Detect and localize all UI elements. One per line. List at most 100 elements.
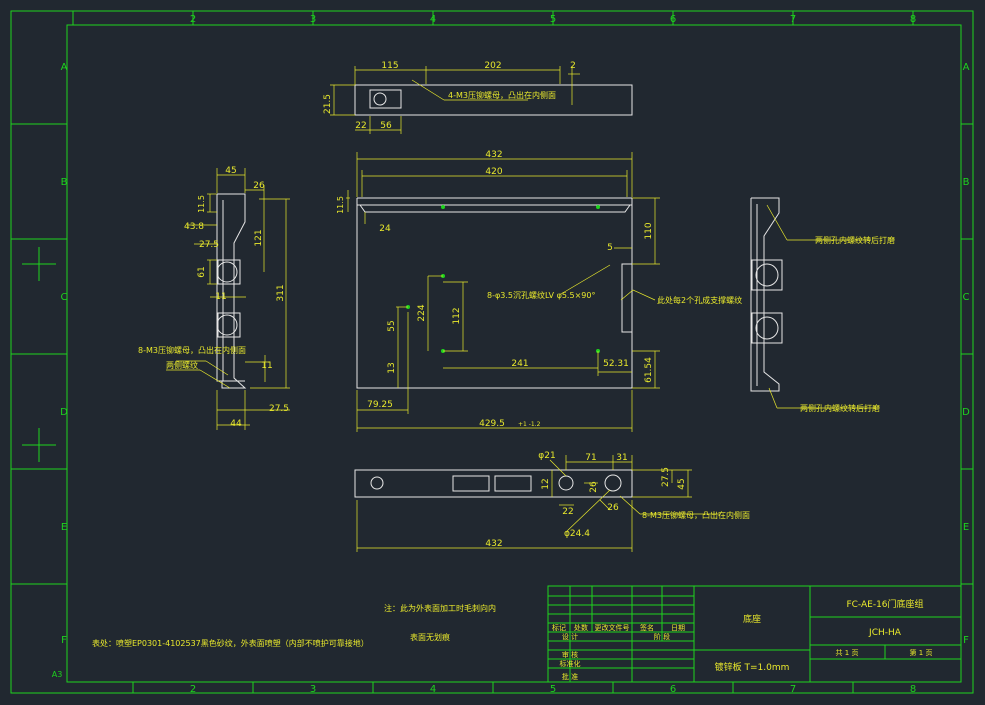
- left-thread-note: 8-M3压铆螺母，凸出在内侧面: [138, 345, 246, 355]
- tb-stage: 阶 段: [654, 632, 670, 641]
- col-label-bottom: 4: [430, 684, 436, 695]
- dim-text: 27.5: [661, 467, 671, 487]
- tb-header: 日期: [671, 624, 685, 632]
- front-hole-note: 8-φ3.5沉孔螺纹LV φ5.5×90°: [487, 290, 595, 300]
- dim-text: 22: [562, 507, 573, 517]
- dim-text: 5: [607, 243, 613, 253]
- left-stud-note: 两侧螺纹: [166, 360, 198, 370]
- dim-text: 26: [253, 181, 265, 191]
- col-label-bottom: 8: [910, 684, 916, 695]
- dim-text: 71: [585, 453, 596, 463]
- dim-text: 2: [570, 61, 576, 71]
- col-label-top: 5: [550, 14, 556, 25]
- row-label-right: B: [963, 177, 970, 188]
- dim-tolerance: +1 -1.2: [518, 421, 541, 428]
- dim-text: 22: [355, 121, 366, 131]
- dim-text: 432: [485, 150, 502, 160]
- dim-text: 43.8: [184, 222, 204, 232]
- dim-text: 27.5: [199, 240, 219, 250]
- tb-role: 审 核: [562, 650, 578, 659]
- dim-text: 56: [380, 121, 392, 131]
- surface-treatment-note: 表处：喷塑EP0301-4102537黑色砂纹，外表面喷塑（内部不喷护可靠接地）: [92, 638, 369, 648]
- tb-header: 标记: [552, 623, 566, 632]
- row-label-right: D: [962, 407, 970, 418]
- dim-text: 12: [541, 478, 551, 489]
- dim-text: 61: [197, 266, 207, 277]
- sheet-size-label: A3: [52, 670, 63, 679]
- general-notes: 注：此为外表面加工时毛刺向内 表面无划痕 表处：喷塑EP0301-4102537…: [92, 603, 496, 648]
- dim-text: φ24.4: [564, 529, 590, 539]
- zone-labels: 2 3 4 5 6 7 8 2 3 4 5 6 7 8 A B C D E F …: [52, 14, 970, 695]
- tb-header: 签名: [640, 623, 654, 632]
- col-label-bottom: 6: [670, 684, 676, 695]
- bottom-thread-note: 8-M3压铆螺母，凸出在内侧面: [642, 510, 750, 520]
- tb-product-code: FC-AE-16门底座组: [846, 598, 923, 610]
- right-bottom-note: 两侧孔内螺纹转后打磨: [800, 403, 880, 413]
- dim-text: 11: [215, 292, 226, 302]
- dim-text: 24: [379, 224, 391, 234]
- row-label-left: A: [61, 62, 68, 73]
- dim-text: 52.31: [603, 359, 629, 369]
- dim-text: 55: [387, 320, 397, 331]
- bottom-view: φ21 71 31 27.5 45 12 26 22 26 φ24.4 432 …: [354, 451, 750, 552]
- dim-text: 202: [484, 61, 501, 71]
- dim-text: 13: [387, 362, 397, 373]
- left-view: 45 26 11.5 43.8 27.5 121 311 61 11 11 27…: [138, 166, 290, 430]
- dim-text: 79.25: [367, 400, 393, 410]
- dim-text: 112: [452, 307, 462, 324]
- front-view: 432 420 11.5 24 110 5 224 112 55 13 241 …: [336, 150, 742, 432]
- col-label-top: 8: [910, 14, 916, 25]
- col-label-top: 7: [790, 14, 796, 25]
- remark-burr: 注：此为外表面加工时毛刺向内: [384, 603, 496, 613]
- right-view: 两侧孔内螺纹转后打磨 两侧孔内螺纹转后打磨: [750, 197, 895, 413]
- title-block: 标记 处数 更改文件号 签名 日期 设 计 审 核 标准化 批 准 阶 段 底座…: [547, 585, 962, 683]
- dim-text: 44: [230, 419, 242, 429]
- dim-text: 110: [644, 222, 654, 239]
- dim-text: 27.5: [269, 404, 289, 414]
- dim-text: 121: [254, 229, 264, 246]
- dim-text: 11.5: [336, 196, 345, 214]
- dim-text: 26: [589, 481, 599, 493]
- col-label-top: 6: [670, 14, 676, 25]
- row-label-left: B: [61, 177, 68, 188]
- col-label-top: 2: [190, 14, 196, 25]
- tb-role: 设 计: [562, 632, 578, 641]
- dim-text: 11.5: [197, 195, 206, 213]
- dim-text: 31: [616, 453, 627, 463]
- right-top-note: 两侧孔内螺纹转后打磨: [815, 235, 895, 245]
- dim-text: 11: [261, 361, 272, 371]
- tb-role: 标准化: [560, 659, 581, 668]
- dim-text: 21.5: [323, 94, 333, 114]
- dim-text: 420: [485, 167, 502, 177]
- col-label-bottom: 3: [310, 684, 316, 695]
- col-label-top: 3: [310, 14, 316, 25]
- dim-text: 311: [276, 284, 286, 301]
- row-label-left: C: [61, 292, 68, 303]
- row-label-right: C: [963, 292, 970, 303]
- tb-material: 镀锌板 T=1.0mm: [715, 661, 790, 673]
- front-slot-note: 此处每2个孔成支撑螺纹: [657, 295, 742, 305]
- dim-text: 224: [417, 304, 427, 321]
- col-label-top: 4: [430, 14, 436, 25]
- row-label-left: D: [60, 407, 68, 418]
- dim-text: 45: [677, 478, 687, 489]
- col-label-bottom: 7: [790, 684, 796, 695]
- top-thread-note: 4-M3压铆螺母，凸出在内侧面: [448, 90, 556, 100]
- row-label-right: A: [963, 62, 970, 73]
- tb-header: 更改文件号: [595, 623, 630, 632]
- dim-text: 432: [485, 539, 502, 549]
- tb-sheet-index: 第 1 页: [910, 648, 933, 657]
- col-label-bottom: 5: [550, 684, 556, 695]
- top-view: 115 202 2 21.5 22 56 4-M3压铆螺母，凸出在内侧面: [323, 61, 633, 134]
- dim-text: 115: [381, 61, 398, 71]
- dim-text: 429.5: [479, 419, 505, 429]
- tb-header: 处数: [574, 623, 588, 632]
- dim-text: 26: [607, 503, 619, 513]
- dim-text: φ21: [538, 451, 555, 461]
- row-label-right: F: [963, 635, 969, 646]
- tb-sheet-total: 共 1 页: [836, 648, 859, 657]
- dim-text: 241: [511, 359, 528, 369]
- tb-drawing-no: JCH-HA: [868, 628, 902, 638]
- col-label-bottom: 2: [190, 684, 196, 695]
- row-label-right: E: [963, 522, 969, 533]
